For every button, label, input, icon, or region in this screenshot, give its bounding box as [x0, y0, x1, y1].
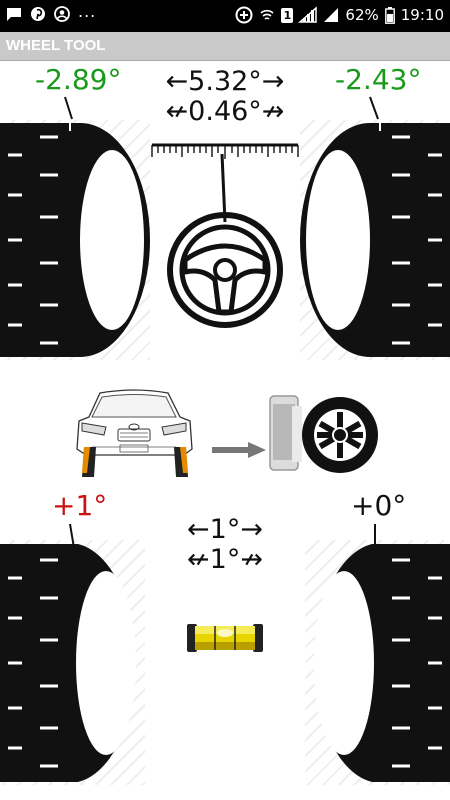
status-bar: ... 1 62% 19:10: [0, 0, 450, 32]
chat-icon: [7, 8, 21, 21]
overflow-dots: ...: [78, 1, 97, 21]
toe-ruler-scale: [151, 143, 299, 159]
caster-line-1: ←1°→: [187, 514, 263, 545]
status-right: 1 62% 19:10: [235, 6, 444, 24]
phone-on-wheel-icon: [269, 395, 378, 473]
notification-badge: 1: [281, 7, 294, 23]
arrow-right-icon: [212, 442, 266, 458]
toe-total-value: ←5.32°→: [165, 66, 285, 97]
app-title: WHEEL TOOL: [6, 37, 106, 54]
front-left-tire: [0, 96, 150, 357]
rear-left-tire: [0, 523, 136, 782]
app-bar: WHEEL TOOL: [0, 32, 450, 61]
steering-wheel-icon: [167, 153, 283, 328]
car-front-icon: [76, 389, 193, 477]
wifi-call-icon: [260, 9, 274, 20]
status-left: ...: [6, 2, 96, 22]
front-right-camber-value: -2.43°: [335, 63, 422, 96]
rear-right-angle-value: +0°: [351, 489, 407, 522]
battery-percent: 62%: [345, 6, 379, 24]
data-saver-icon: [235, 6, 253, 24]
signal-icon: [298, 6, 318, 23]
account-icon: [54, 6, 70, 22]
bubble-level-icon: [187, 624, 263, 652]
front-left-camber-value: -2.89°: [35, 63, 122, 96]
toe-difference-value: ↚0.46°↛: [165, 96, 285, 127]
signal-icon-2: [324, 8, 339, 22]
rear-left-angle-value: +1°: [52, 489, 108, 522]
battery-icon: [384, 6, 395, 24]
front-right-tire: [300, 96, 450, 357]
caster-line-2: ↚1°↛: [187, 544, 263, 575]
clock: 19:10: [400, 6, 444, 24]
rear-right-tire: [314, 524, 450, 782]
pinterest-icon: [31, 7, 45, 21]
